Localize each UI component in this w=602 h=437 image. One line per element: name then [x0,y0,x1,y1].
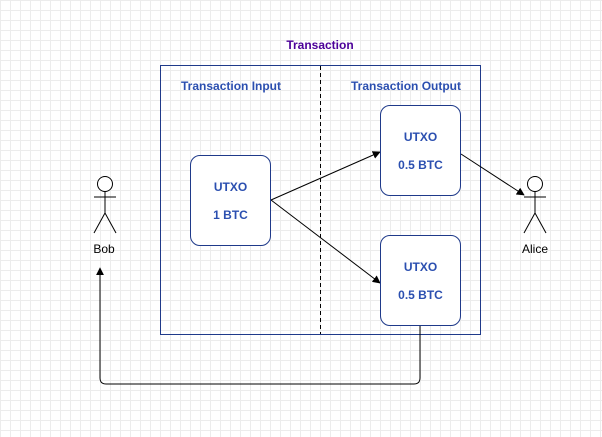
arrow-input-to-output-1 [270,151,381,201]
output-utxo-amount: 0.5 BTC [398,157,443,172]
transaction-container [160,65,481,335]
bob-label: Bob [93,242,115,256]
input-utxo-amount: 1 BTC [213,207,248,222]
output-utxo-amount: 0.5 BTC [398,287,443,302]
section-label-input: Transaction Input [181,79,282,93]
section-label-output: Transaction Output [351,79,462,93]
input-utxo-label: UTXO [213,179,248,194]
bob-actor-icon [93,176,117,234]
output-utxo-label: UTXO [403,259,438,274]
input-utxo-node[interactable]: UTXO 1 BTC [190,155,271,246]
output-utxo-node[interactable]: UTXO 0.5 BTC [380,235,461,326]
output-utxo-node[interactable]: UTXO 0.5 BTC [380,105,461,196]
diagram-title: Transaction [286,38,354,52]
arrow-change-to-bob [96,267,421,385]
arrow-input-to-output-2 [270,199,381,284]
arrow-output-1-to-alice [460,153,525,196]
alice-label: Alice [521,242,548,256]
alice-actor-icon [523,176,547,234]
output-utxo-label: UTXO [403,129,438,144]
